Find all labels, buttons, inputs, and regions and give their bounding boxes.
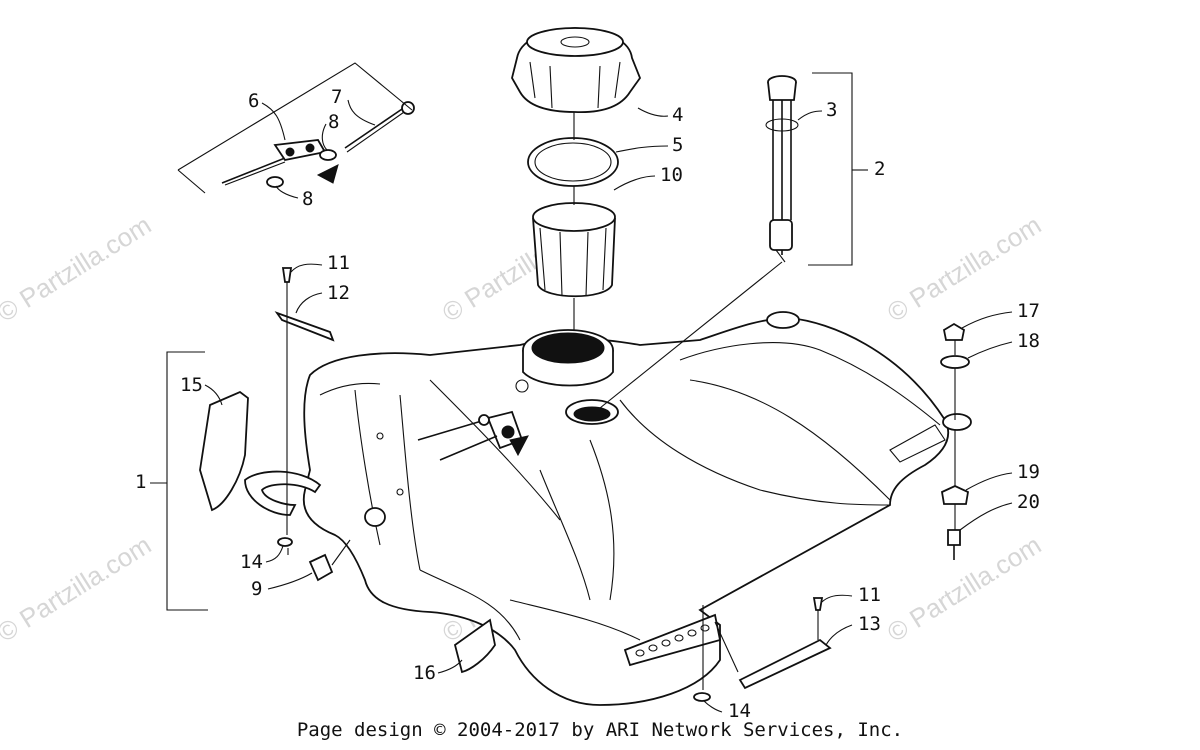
- assembly-lines: [286, 112, 956, 690]
- callout-3: 3: [826, 99, 838, 121]
- callout-15: 15: [180, 374, 203, 396]
- callout-2: 2: [874, 158, 886, 180]
- copyright-footer: Page design © 2004-2017 by ARI Network S…: [296, 719, 904, 741]
- callout-10: 10: [660, 164, 683, 186]
- callout-4: 4: [672, 104, 684, 126]
- brackets: [150, 62, 868, 611]
- callout-8-top: 8: [328, 111, 340, 133]
- callout-9: 9: [251, 578, 263, 600]
- callout-8-bottom: 8: [302, 188, 314, 210]
- hardware: [274, 267, 970, 702]
- sending-unit: [765, 75, 799, 263]
- fuel-cap: [511, 27, 642, 114]
- callout-5: 5: [672, 134, 684, 156]
- callout-19: 19: [1017, 461, 1040, 483]
- o-ring: [527, 137, 619, 187]
- callout-14-left: 14: [240, 551, 263, 573]
- callout-18: 18: [1017, 330, 1040, 352]
- callout-11-right: 11: [858, 584, 881, 606]
- callout-16: 16: [413, 662, 436, 684]
- callout-6: 6: [248, 90, 260, 112]
- filter-screen: [532, 202, 616, 298]
- fuel-tank: [244, 311, 972, 706]
- callout-20: 20: [1017, 491, 1040, 513]
- callout-7: 7: [331, 86, 343, 108]
- pad-16: [453, 618, 496, 674]
- callout-12: 12: [327, 282, 350, 304]
- callout-14-bottom: 14: [728, 700, 751, 722]
- leader-lines: [204, 99, 1013, 713]
- pad-15: [199, 390, 249, 512]
- callout-17: 17: [1017, 300, 1040, 322]
- callout-11-left: 11: [327, 252, 350, 274]
- callout-1: 1: [135, 471, 147, 493]
- mounting-bolts: [221, 101, 415, 188]
- callout-13: 13: [858, 613, 881, 635]
